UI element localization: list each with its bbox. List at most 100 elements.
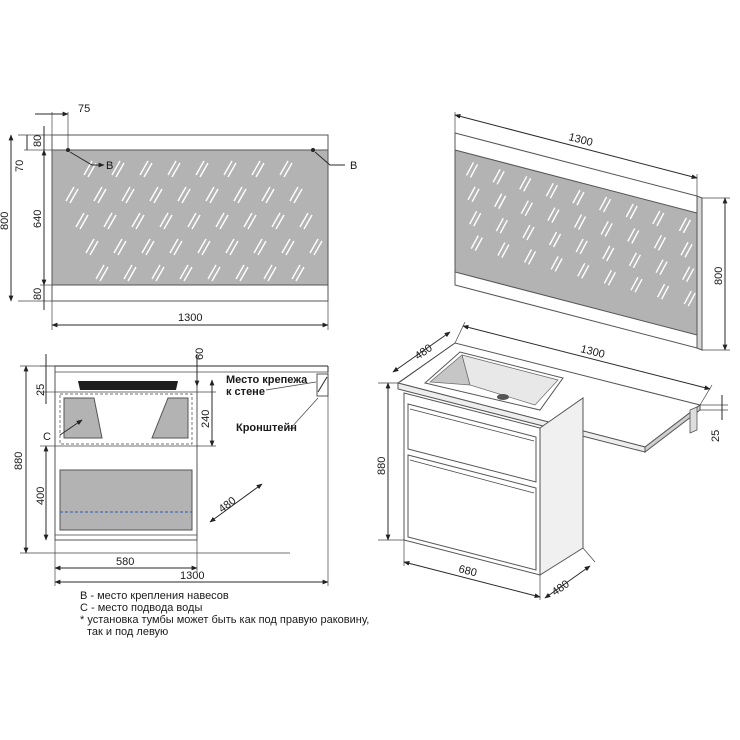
- reflection-stroke: [547, 207, 556, 221]
- reflection-stroke: [295, 266, 305, 282]
- reflection-stroke: [495, 217, 504, 232]
- dim-240: 240: [200, 410, 212, 428]
- mirror-reflection-hatch: [65, 160, 323, 282]
- reflection-stroke: [469, 210, 478, 225]
- legend: B - место крепления навесов С - место по…: [80, 590, 369, 638]
- reflection-stroke: [149, 186, 159, 202]
- reflection-stroke: [499, 219, 508, 234]
- reflection-stroke: [607, 271, 616, 286]
- reflection-stroke: [95, 264, 105, 280]
- reflection-stroke: [121, 186, 131, 202]
- reflection-stroke: [281, 238, 291, 254]
- reflection-stroke: [279, 160, 289, 176]
- reflection-stroke: [143, 162, 153, 178]
- reflection-stroke: [474, 237, 483, 251]
- reflection-stroke: [683, 290, 692, 305]
- reflection-stroke: [686, 268, 695, 282]
- reflection-stroke: [131, 212, 141, 228]
- iso-upper-handle: [409, 408, 535, 442]
- lower-drawer-panel: [59, 469, 193, 531]
- reflection-stroke: [682, 219, 692, 234]
- reflection-stroke: [526, 226, 535, 241]
- mount-leader: [265, 381, 317, 391]
- dim-480-line: [209, 483, 263, 523]
- legend-line-note: * установка тумбы может быть как под пра…: [80, 614, 370, 626]
- reflection-stroke: [573, 214, 583, 228]
- iso-dim-480-bottom-ext: [582, 547, 596, 563]
- reflection-stroke: [251, 160, 261, 176]
- iso-mirror-edge: [696, 195, 703, 351]
- dim-400: 400: [35, 487, 47, 505]
- reflection-stroke: [65, 186, 75, 202]
- label-mount-line1: Место крепежа: [226, 374, 308, 386]
- reflection-stroke: [141, 238, 151, 254]
- reflection-stroke: [271, 212, 281, 228]
- iso-sink-drain: [497, 394, 509, 400]
- reflection-stroke: [267, 266, 277, 282]
- front-mirror-view: B B 75 80 640 80 70 800 1300: [0, 103, 357, 330]
- reflection-stroke: [211, 266, 221, 282]
- reflection-stroke: [548, 231, 558, 246]
- reflection-stroke: [575, 238, 584, 253]
- reflection-stroke: [652, 210, 661, 225]
- reflection-stroke: [303, 214, 313, 230]
- dim-75: 75: [78, 103, 90, 115]
- dim-1300: 1300: [178, 312, 202, 324]
- legend-line-c: С - место подвода воды: [80, 602, 203, 614]
- bracket-diagonal: [317, 376, 328, 393]
- reflection-stroke: [678, 217, 688, 232]
- reflection-stroke: [684, 243, 693, 258]
- iso-cabinet-view: 480 1300 25 880 680 480: [376, 321, 728, 600]
- reflection-stroke: [75, 212, 85, 228]
- reflection-stroke: [265, 188, 275, 204]
- reflection-stroke: [125, 188, 135, 204]
- reflection-stroke: [655, 259, 664, 274]
- reflection-stroke: [473, 212, 482, 227]
- reflection-stroke: [630, 276, 639, 291]
- label-mount-line2: к стене: [226, 386, 265, 398]
- dim-1300-bottom: 1300: [180, 570, 204, 582]
- reflection-stroke: [195, 160, 205, 176]
- iso-dim-1300: 1300: [567, 131, 594, 149]
- reflection-stroke: [524, 202, 533, 217]
- reflection-stroke: [223, 160, 233, 176]
- iso-dim-1300-line: [454, 114, 698, 179]
- reflection-stroke: [85, 238, 95, 254]
- reflection-stroke: [523, 249, 533, 263]
- reflection-stroke: [219, 214, 229, 230]
- iso-dim-680: 680: [457, 563, 478, 579]
- front-cabinet-view: C Место крепежа к стене Кронштейн 60 240…: [13, 348, 329, 586]
- mirror-glass: [51, 149, 329, 286]
- reflection-stroke: [603, 269, 612, 284]
- reflection-stroke: [207, 264, 217, 280]
- reflection-stroke: [289, 186, 299, 202]
- legend-line-b: B - место крепления навесов: [80, 590, 229, 602]
- iso-mirror-reflection-hatch: [465, 162, 696, 307]
- iso-lower-handle: [409, 459, 535, 494]
- reflection-stroke: [625, 203, 634, 218]
- reflection-stroke: [107, 214, 117, 230]
- reflection-stroke: [257, 240, 267, 256]
- reflection-stroke: [576, 191, 585, 206]
- reflection-stroke: [117, 240, 127, 256]
- reflection-stroke: [545, 182, 554, 197]
- reflection-stroke: [680, 241, 689, 256]
- hook-point-right: [311, 148, 315, 152]
- legend-line-note-cont: так и под левую: [87, 626, 169, 638]
- reflection-stroke: [183, 266, 193, 282]
- reflection-stroke: [653, 234, 663, 249]
- reflection-stroke: [604, 223, 613, 237]
- reflection-stroke: [577, 216, 587, 230]
- dim-80-top: 80: [32, 135, 44, 147]
- reflection-stroke: [606, 247, 615, 262]
- reflection-stroke: [159, 212, 169, 228]
- reflection-stroke: [209, 188, 219, 204]
- reflection-stroke: [135, 214, 145, 230]
- reflection-stroke: [139, 160, 149, 176]
- reflection-stroke: [103, 212, 113, 228]
- reflection-stroke: [581, 265, 590, 279]
- reflection-stroke: [467, 186, 476, 201]
- reflection-stroke: [243, 212, 253, 228]
- reflection-stroke: [494, 193, 503, 208]
